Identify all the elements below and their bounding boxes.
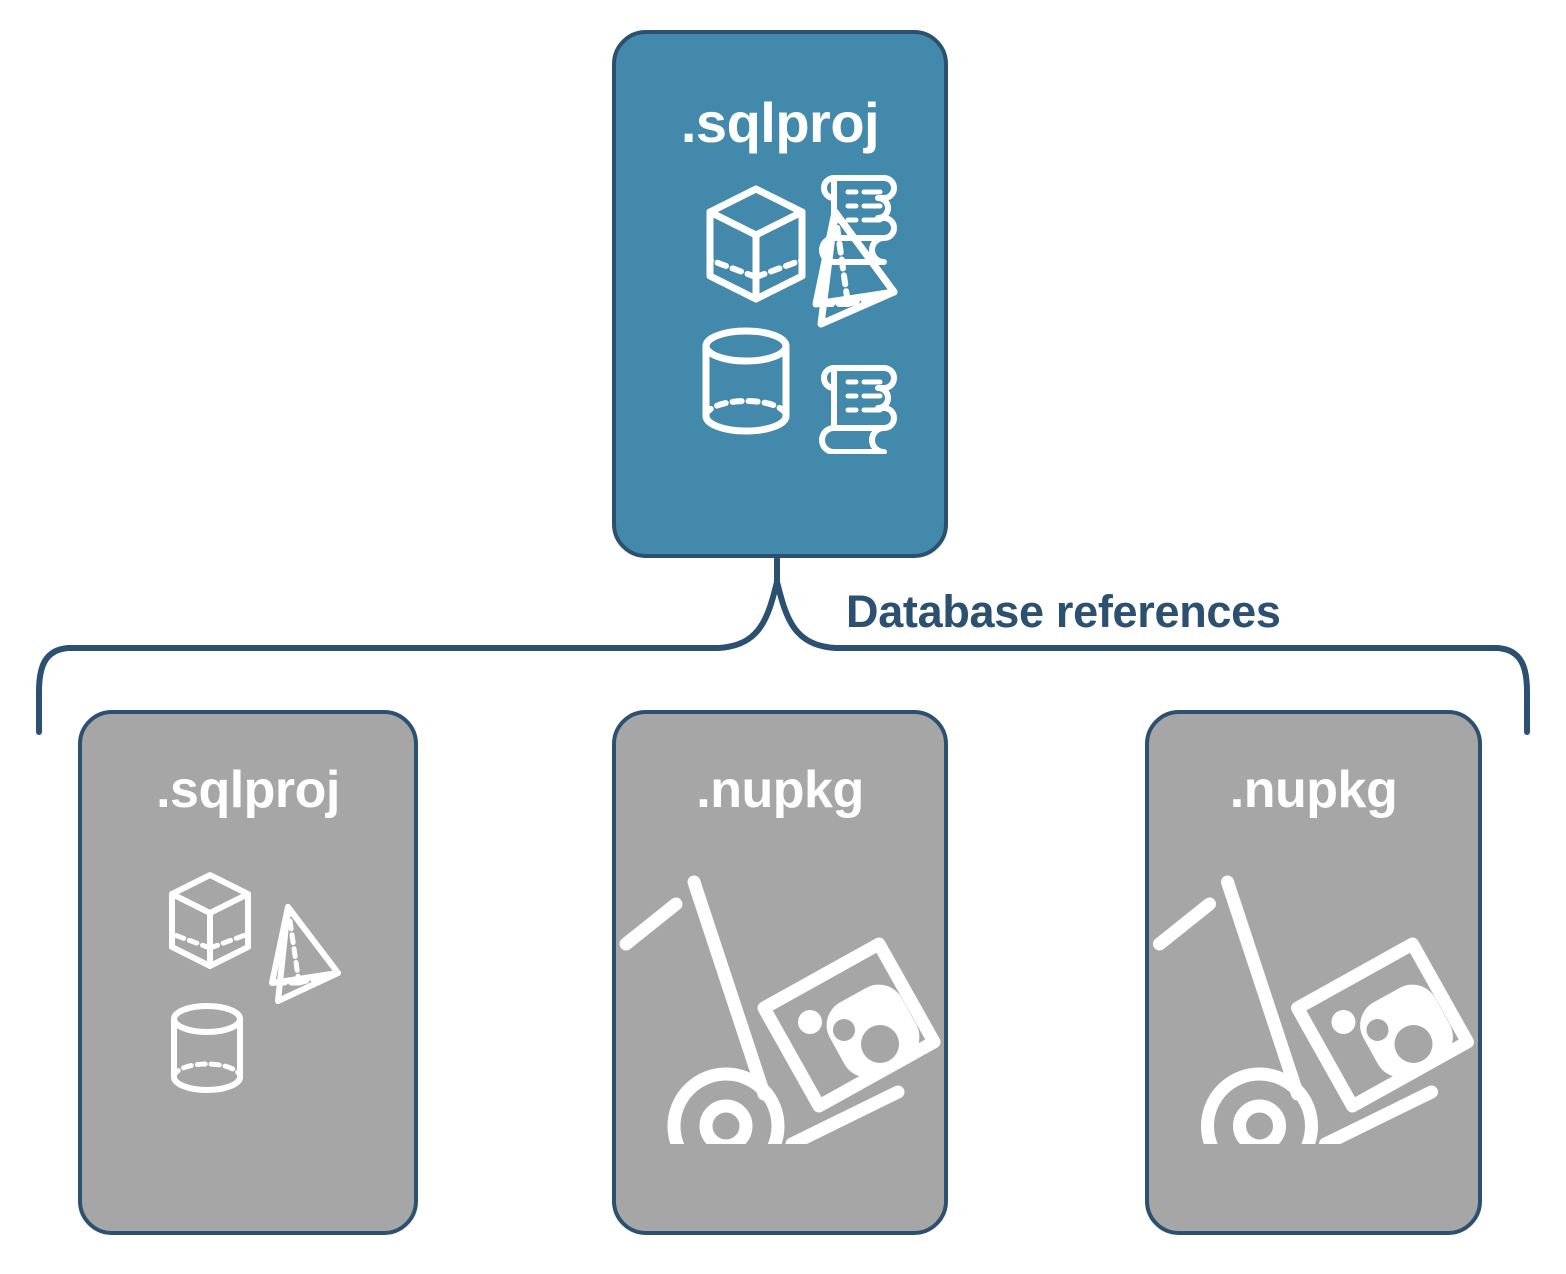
reference-node-nupkg-2[interactable]: .nupkg xyxy=(1145,710,1482,1235)
connector-label: Database references xyxy=(846,586,1281,637)
pyramid-wireframe-icon xyxy=(812,208,898,328)
cylinder-wireframe-icon xyxy=(171,1003,243,1093)
scroll-icon xyxy=(819,175,897,265)
reference-node-nupkg-1[interactable]: .nupkg xyxy=(612,710,948,1235)
cylinder-wireframe-icon xyxy=(702,327,790,435)
reference-node-3-label: .nupkg xyxy=(1229,761,1398,819)
reference-node-2-icon-group xyxy=(616,844,944,1144)
reference-node-1-icon-group xyxy=(82,859,414,1109)
reference-node-sqlproj[interactable]: .sqlproj xyxy=(78,710,418,1235)
scroll-icon xyxy=(819,365,897,454)
package-logo-cutouts xyxy=(833,1019,899,1063)
hand-truck-package-icon xyxy=(1153,875,1474,1144)
root-node-sqlproj[interactable]: .sqlproj xyxy=(612,30,948,558)
sqlproj-shapes-svg xyxy=(169,872,341,1093)
hand-truck-package-icon xyxy=(619,875,941,1144)
hand-truck-svg xyxy=(1153,875,1474,1144)
root-icons-svg xyxy=(702,175,898,454)
pyramid-wireframe-icon xyxy=(269,904,341,1004)
package-logo-cutouts xyxy=(1366,1019,1433,1063)
reference-node-3-icon-group xyxy=(1149,844,1478,1144)
reference-node-2-label: .nupkg xyxy=(696,761,864,819)
cube-wireframe-icon xyxy=(169,872,251,969)
root-node-icon-group xyxy=(616,164,944,454)
cube-wireframe-icon xyxy=(706,185,806,303)
root-node-label: .sqlproj xyxy=(680,91,880,154)
reference-node-1-label: .sqlproj xyxy=(156,761,340,819)
hand-truck-svg xyxy=(619,875,941,1144)
